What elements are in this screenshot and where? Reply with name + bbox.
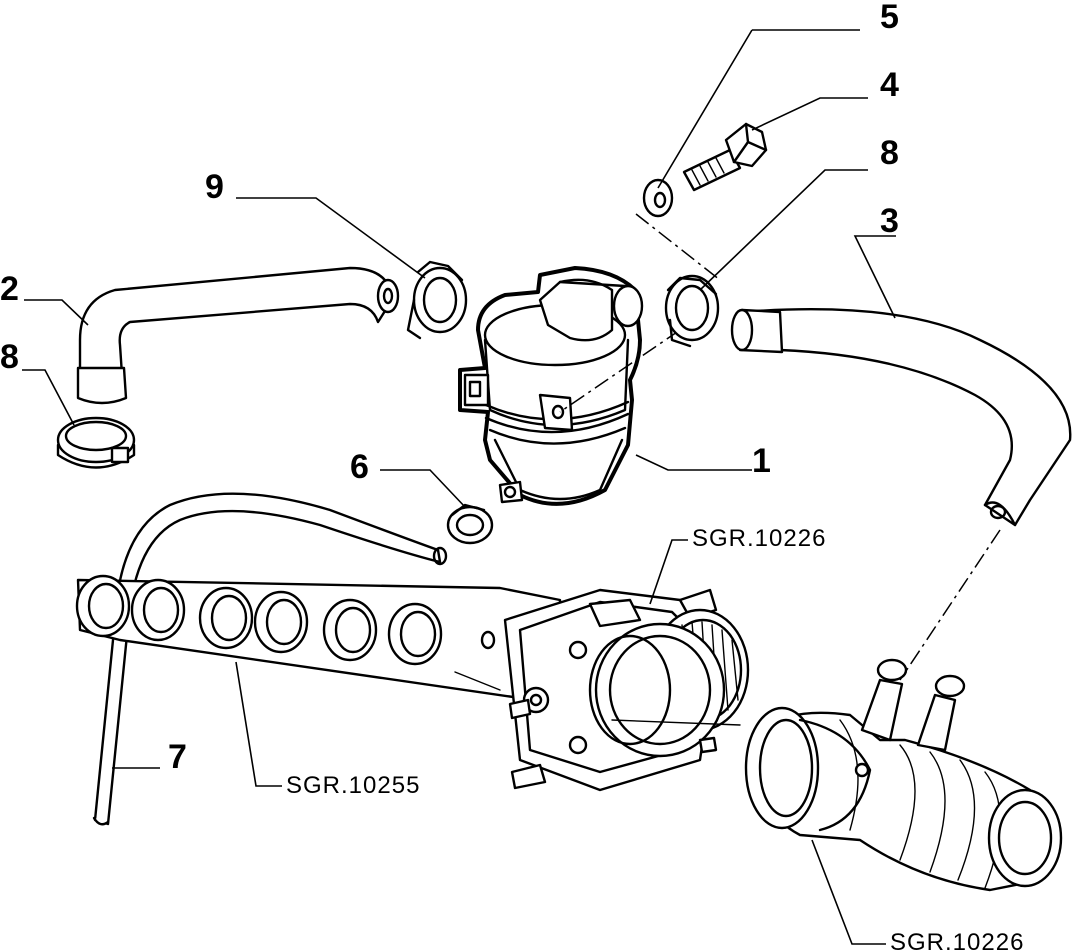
- callout-5: 5: [880, 0, 899, 36]
- callout-8-right: 8: [880, 134, 899, 172]
- throttle-body: [503, 588, 750, 792]
- intake-manifold: [75, 574, 562, 700]
- callout-4: 4: [880, 66, 899, 104]
- leader-lines: [22, 29, 896, 945]
- callout-2: 2: [0, 270, 19, 308]
- manifold-ports: [75, 574, 443, 666]
- ref-manifold: SGR.10255: [286, 772, 420, 799]
- washer-5: [642, 178, 674, 218]
- callout-1: 1: [752, 442, 771, 480]
- clamp-8-left: [56, 416, 136, 469]
- callout-6: 6: [350, 448, 369, 486]
- intake-duct: [744, 658, 1063, 892]
- clamp-9: [406, 260, 468, 340]
- bolt-4: [682, 122, 768, 192]
- ref-intake-duct: SGR.10226: [890, 929, 1024, 951]
- hose-2: [76, 266, 400, 405]
- separator-1: [458, 266, 644, 506]
- hose-3: [730, 308, 1072, 527]
- callout-9: 9: [205, 168, 224, 206]
- callout-8-left: 8: [0, 338, 19, 376]
- callout-3: 3: [880, 202, 899, 240]
- clamp-6: [446, 503, 494, 545]
- clamp-8-right: [664, 274, 720, 348]
- callout-7: 7: [168, 738, 187, 776]
- ref-throttle-body: SGR.10226: [692, 525, 826, 552]
- hose-7: [92, 492, 448, 826]
